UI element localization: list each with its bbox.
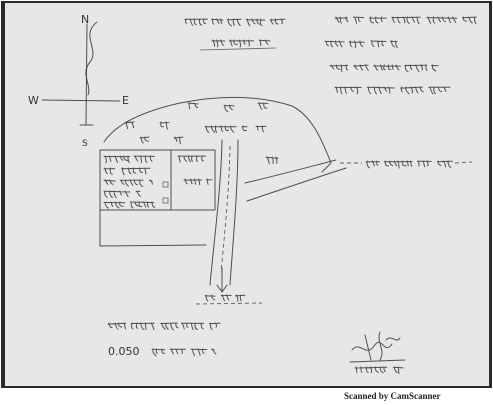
road-edge-left bbox=[209, 139, 223, 286]
handwritten-line bbox=[211, 39, 271, 48]
handwritten-line bbox=[204, 294, 246, 302]
plot-mark bbox=[139, 136, 150, 144]
handwritten-line bbox=[103, 155, 155, 164]
property-box-frame bbox=[99, 149, 216, 211]
compass-north-label: N bbox=[81, 13, 89, 26]
plot-mark bbox=[124, 121, 135, 130]
road-edge-upper bbox=[244, 159, 337, 184]
road-centerline bbox=[220, 145, 231, 273]
compass-rose: N W E S bbox=[28, 13, 129, 149]
road-edge-lower bbox=[246, 167, 347, 202]
road-vertical bbox=[195, 139, 263, 305]
road-edge-right bbox=[229, 139, 239, 286]
plot-mark bbox=[223, 104, 235, 113]
arrow-down-icon bbox=[216, 267, 228, 293]
compass-east-label: E bbox=[122, 94, 129, 107]
box-marker bbox=[162, 197, 169, 204]
handwritten-line bbox=[204, 125, 248, 133]
signature-caption bbox=[354, 366, 404, 375]
location-details-notes bbox=[324, 16, 477, 95]
boundary-line-bottom bbox=[99, 244, 207, 247]
handwritten-line bbox=[329, 64, 439, 73]
plot-mark bbox=[173, 136, 184, 145]
handwritten-line bbox=[107, 322, 221, 331]
plot-mark bbox=[159, 121, 170, 130]
handwritten-line bbox=[184, 18, 286, 27]
handwritten-line bbox=[103, 167, 151, 176]
handwritten-line bbox=[103, 190, 141, 198]
signature bbox=[349, 331, 406, 375]
handwritten-line bbox=[365, 160, 453, 169]
road-diagonal bbox=[244, 159, 473, 202]
handwritten-line bbox=[324, 40, 398, 49]
plot-mark bbox=[255, 125, 267, 133]
plot-marks bbox=[124, 102, 279, 165]
heading-underline bbox=[199, 47, 277, 51]
box-marker bbox=[162, 181, 169, 188]
paper-sheet bbox=[5, 3, 489, 386]
plot-mark bbox=[257, 102, 269, 110]
handwritten-line bbox=[334, 86, 451, 95]
area-note: 0.050 bbox=[107, 322, 221, 358]
compass-needle-stroke bbox=[85, 21, 98, 96]
area-value: 0.050 bbox=[108, 345, 140, 358]
plot-mark bbox=[265, 156, 279, 165]
handwritten-line bbox=[103, 179, 153, 187]
signature-strokes bbox=[349, 331, 406, 363]
heading-notes bbox=[184, 18, 286, 51]
plot-mark bbox=[187, 102, 199, 110]
road-label-tail bbox=[454, 161, 473, 164]
handwritten-line bbox=[334, 16, 477, 25]
scanner-watermark: Scanned by CamScanner bbox=[344, 391, 441, 401]
compass-south-label: S bbox=[82, 139, 88, 149]
handwritten-line bbox=[103, 201, 156, 209]
handwritten-line bbox=[177, 155, 206, 163]
handwritten-line bbox=[183, 178, 213, 186]
plot-boundary bbox=[103, 96, 332, 173]
handwritten-line bbox=[151, 348, 217, 357]
compass-west-label: W bbox=[28, 94, 39, 107]
compass-east-west-line bbox=[41, 99, 121, 102]
property-box bbox=[99, 149, 216, 247]
